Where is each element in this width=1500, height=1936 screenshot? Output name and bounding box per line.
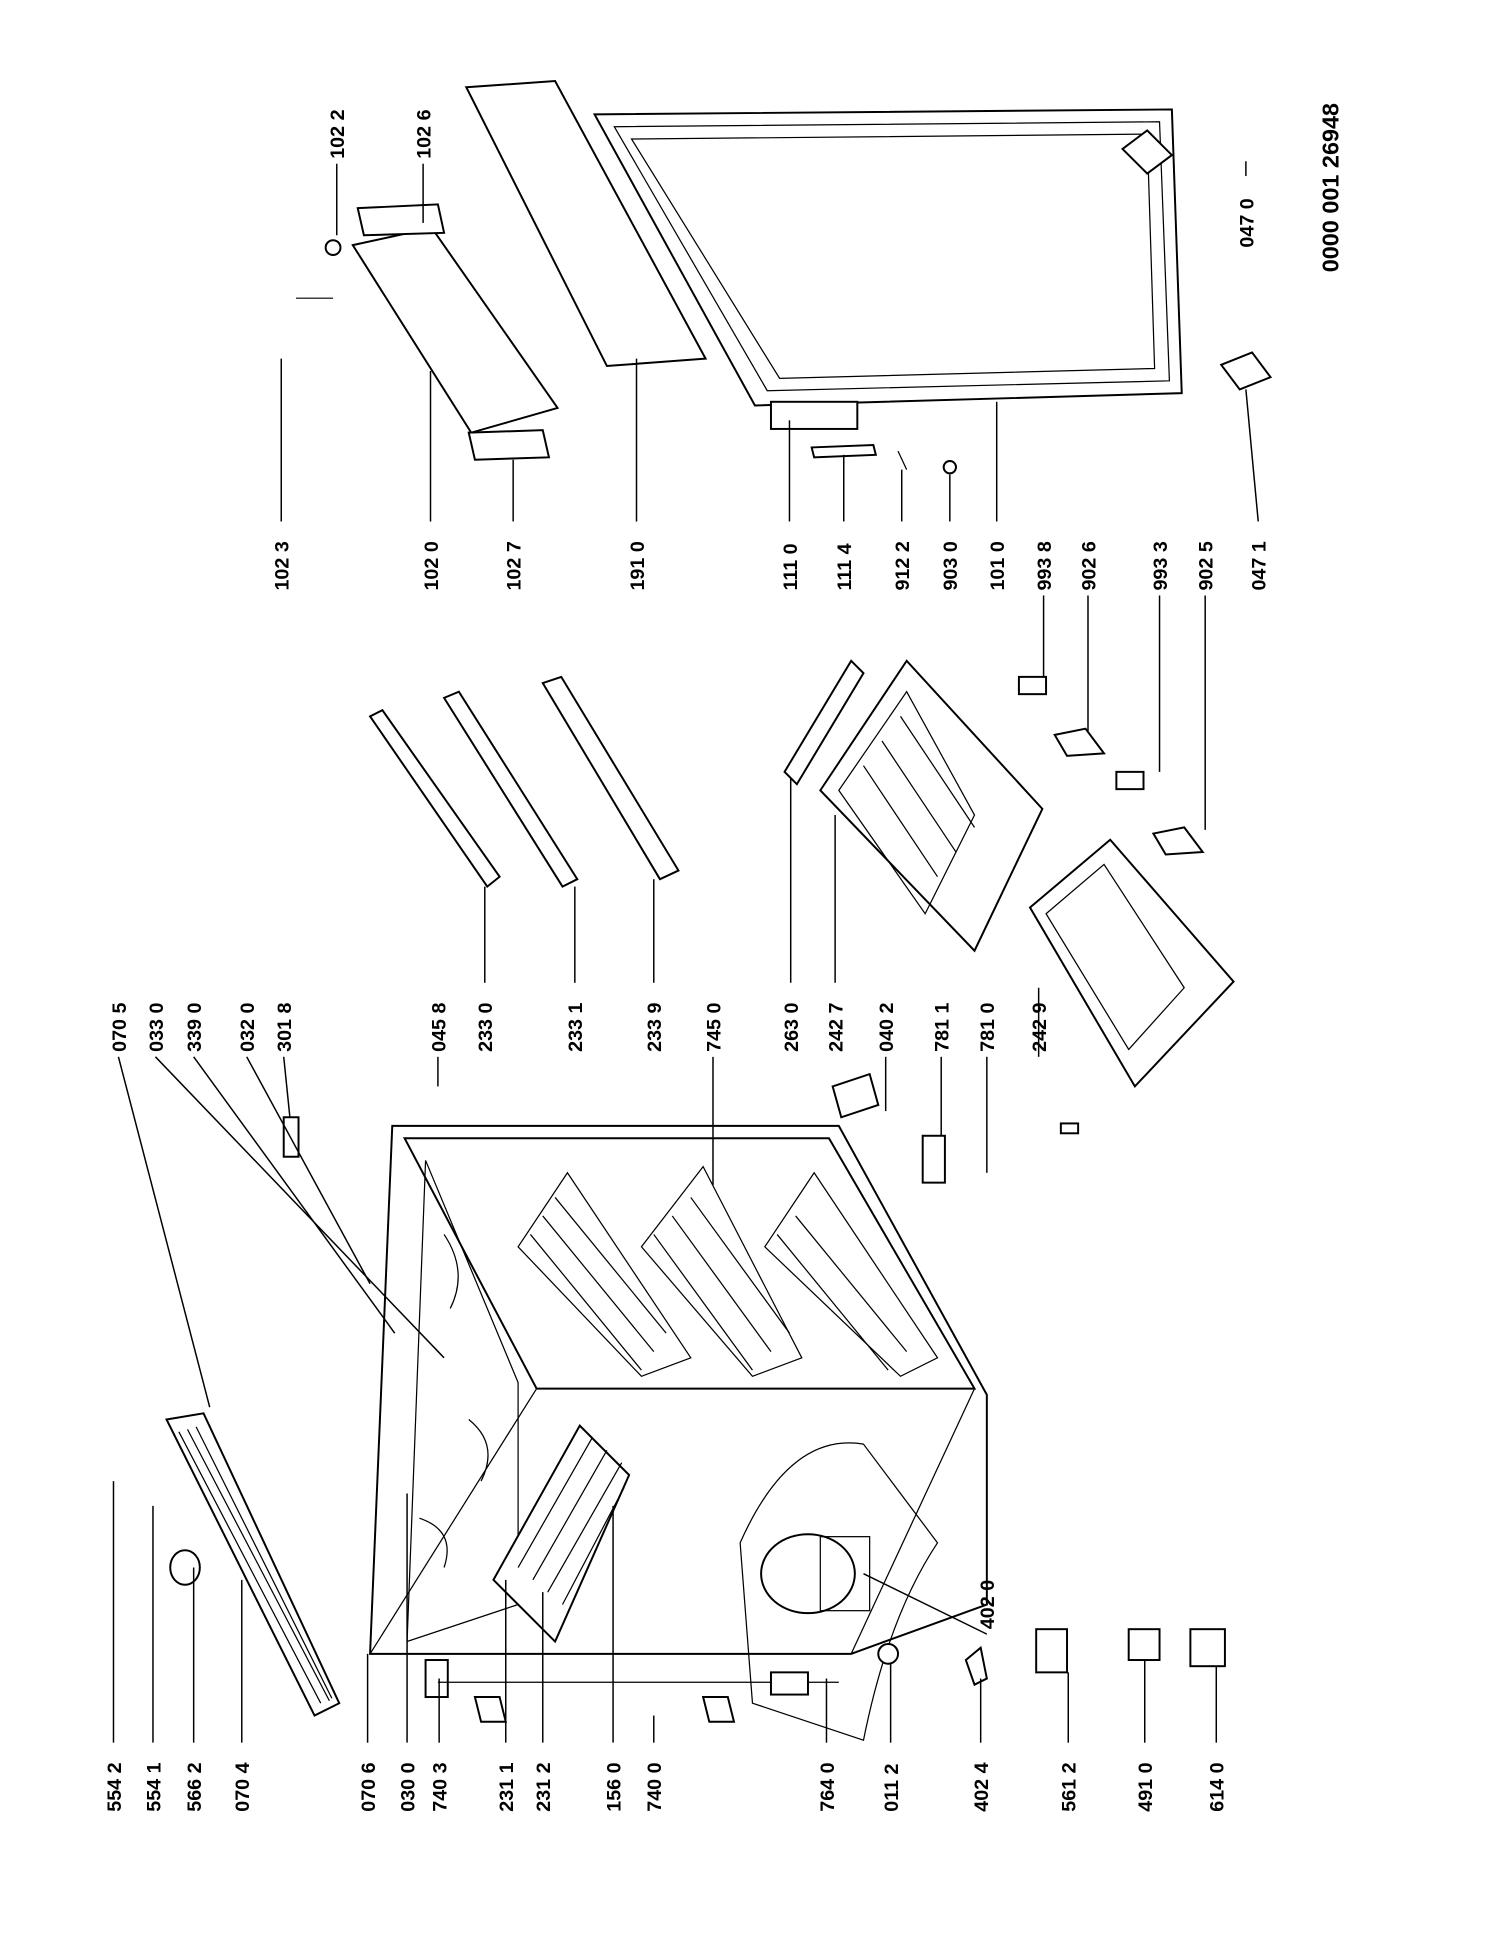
leader-line [246,1056,371,1285]
part-label-2311: 231 1 [496,1762,518,1811]
part-label-0470: 047 0 [1236,198,1258,247]
part-label-9025: 902 5 [1196,541,1218,590]
leader-line [1245,389,1259,522]
part-label-2330: 233 0 [475,1003,497,1052]
leader-line [154,1056,445,1359]
part-label-2427: 242 7 [826,1003,848,1052]
part-label-9933: 993 3 [1150,541,1172,590]
part-label-2312: 231 2 [533,1762,555,1811]
part-label-4024: 402 4 [971,1762,993,1811]
part-label-1010: 101 0 [987,541,1009,590]
part-label-3390: 339 0 [184,1003,206,1052]
compressor [739,1442,939,1742]
part-label-3018: 301 8 [274,1003,296,1052]
part-label-0330: 033 0 [146,1003,168,1052]
part-label-1023: 102 3 [272,541,294,590]
part-label-1110: 111 0 [780,543,802,590]
part-label-5541: 554 1 [143,1762,165,1811]
part-label-7810: 781 0 [977,1003,999,1052]
part-label-0704: 070 4 [232,1762,254,1811]
door-assembly [296,80,1273,475]
part-label-7403: 740 3 [430,1762,452,1811]
part-label-5662: 566 2 [184,1762,206,1811]
leader-line [117,1056,211,1408]
part-label-1560: 156 0 [603,1762,625,1811]
door-shelves [282,675,946,1184]
part-label-0471: 047 1 [1249,541,1271,590]
part-label-2331: 233 1 [565,1003,587,1052]
part-label-7640: 764 0 [817,1762,839,1811]
crisper-drawers [783,659,1235,1089]
part-label-9030: 903 0 [940,541,962,590]
part-label-5612: 561 2 [1059,1762,1081,1811]
part-label-1114: 111 4 [834,543,856,590]
part-label-2630: 263 0 [781,1003,803,1052]
part-label-0705: 070 5 [109,1003,131,1052]
leader-line [863,1573,988,1635]
leader-lines [112,161,1259,1743]
part-labels: 554 2 554 1 566 2 070 4 070 6 030 0 740 3 231 1… [104,109,1271,1811]
part-label-9122: 912 2 [892,541,914,590]
front-grille [165,1412,341,1717]
part-label-1027: 102 7 [504,541,526,590]
thermostat-light-parts [169,1122,1226,1723]
part-label-2429: 242 9 [1029,1003,1051,1052]
part-label-4910: 491 0 [1135,1762,1157,1811]
part-label-0300: 030 0 [397,1762,419,1811]
part-label-7450: 745 0 [703,1003,725,1052]
cabinet [369,1124,988,1655]
part-label-2339: 233 9 [644,1003,666,1052]
part-label-0458: 045 8 [428,1003,450,1052]
leader-line [282,1056,291,1118]
parts-drawing [165,80,1273,1742]
part-label-6140: 614 0 [1207,1762,1229,1811]
leader-line [193,1056,396,1334]
part-label-1910: 191 0 [627,541,649,590]
part-label-0402: 040 2 [876,1003,898,1052]
part-label-9026: 902 6 [1078,541,1100,590]
part-label-1026: 102 6 [414,109,436,158]
part-label-0320: 032 0 [237,1003,259,1052]
part-label-4020: 402 0 [977,1580,999,1629]
wire-shelves [517,1165,939,1378]
part-label-0112: 011 2 [881,1763,903,1811]
part-label-0706: 070 6 [358,1762,380,1811]
part-label-1022: 102 2 [327,109,349,158]
part-label-7400: 740 0 [644,1762,666,1811]
evaporator-tray [492,1424,631,1644]
part-label-9938: 993 8 [1034,541,1056,590]
document-code: 0000 001 26948 [1317,103,1343,272]
part-label-1020: 102 0 [421,541,443,590]
part-label-5542: 554 2 [104,1762,126,1811]
part-label-7811: 781 1 [932,1003,954,1052]
